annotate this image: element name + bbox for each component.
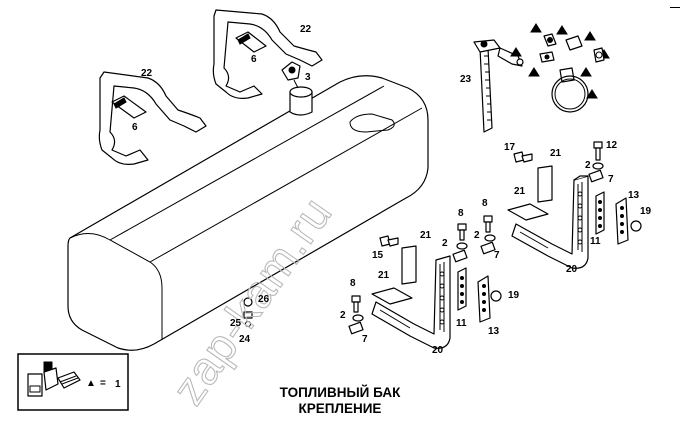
callout-2-b: 2 — [442, 238, 448, 249]
legend-box: ▲ = 1 — [17, 353, 129, 411]
wrench-tool-icon — [27, 361, 81, 397]
spacer-plates — [457, 191, 629, 323]
callout-7-a: 7 — [608, 174, 614, 185]
legend-value: 1 — [115, 379, 121, 390]
callout-11-b: 11 — [456, 318, 467, 329]
callout-20-b: 20 — [432, 345, 444, 356]
callout-3: 3 — [305, 72, 311, 83]
bracket-upper-right — [511, 175, 589, 269]
callout-21-d: 21 — [378, 270, 390, 281]
callout-2-d: 2 — [340, 310, 346, 321]
filler-neck — [281, 61, 313, 116]
callout-20-a: 20 — [566, 264, 578, 275]
legend-equals: = — [100, 378, 106, 389]
callout-6-left: 6 — [132, 122, 138, 133]
callout-23: 23 — [460, 74, 472, 85]
callout-11-a: 11 — [590, 236, 601, 247]
callout-13-b: 13 — [488, 326, 500, 337]
callout-21-c: 21 — [420, 230, 432, 241]
callout-2-a: 2 — [585, 160, 591, 171]
callout-8-b: 8 — [482, 198, 488, 209]
callout-7-c: 7 — [362, 334, 368, 345]
callout-2-c: 2 — [474, 230, 480, 241]
bracket-lower — [371, 255, 451, 349]
callout-8-a: 8 — [458, 208, 464, 219]
callout-21-a: 21 — [550, 148, 562, 159]
callout-25: 25 — [230, 318, 242, 329]
fasteners — [243, 141, 642, 335]
fuel-level-sender — [473, 39, 524, 133]
callout-26: 26 — [258, 294, 270, 305]
callout-15: 15 — [372, 250, 384, 261]
callout-6-right: 6 — [251, 54, 257, 65]
callout-labels: 22 22 6 6 3 23 17 12 21 2 7 21 13 8 8 19… — [132, 24, 652, 356]
strap-left — [98, 71, 207, 165]
callout-13-a: 13 — [628, 190, 640, 201]
strap-right — [212, 9, 323, 99]
callout-12: 12 — [606, 140, 618, 151]
callout-21-b: 21 — [514, 186, 526, 197]
fuel-tank — [67, 75, 429, 351]
corner-mark: — — [670, 2, 680, 13]
diagram-title-line-1: ТОПЛИВНЫЙ БАК — [280, 385, 401, 400]
diagram-title-line-2: КРЕПЛЕНИЕ — [299, 401, 382, 416]
sender-small-parts — [510, 23, 610, 113]
rubber-pads — [371, 165, 553, 305]
callout-7-b: 7 — [494, 250, 500, 261]
callout-19-b: 19 — [508, 290, 520, 301]
callout-8-c: 8 — [350, 278, 356, 289]
callout-22-right: 22 — [300, 24, 312, 35]
callout-24: 24 — [239, 334, 251, 345]
callout-22-left: 22 — [141, 68, 153, 79]
callout-19-a: 19 — [640, 206, 652, 217]
legend-triangle-symbol: ▲ — [86, 378, 96, 389]
callout-17: 17 — [504, 142, 516, 153]
